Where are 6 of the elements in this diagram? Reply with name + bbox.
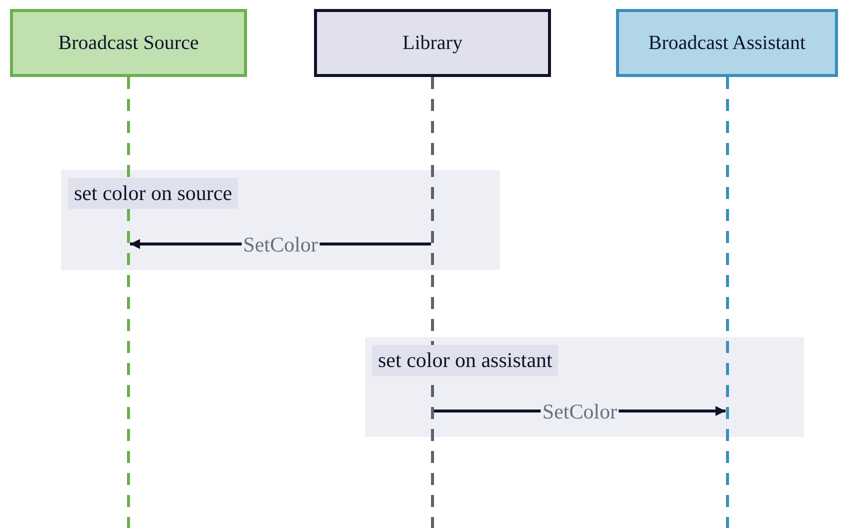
fragment-title: set color on assistant (372, 345, 558, 376)
participant-box: Broadcast Assistant (616, 9, 838, 77)
lifeline (726, 77, 728, 528)
participant-box: Library (314, 9, 551, 77)
fragment-title: set color on source (68, 178, 238, 209)
participant-box: Broadcast Source (10, 9, 247, 77)
